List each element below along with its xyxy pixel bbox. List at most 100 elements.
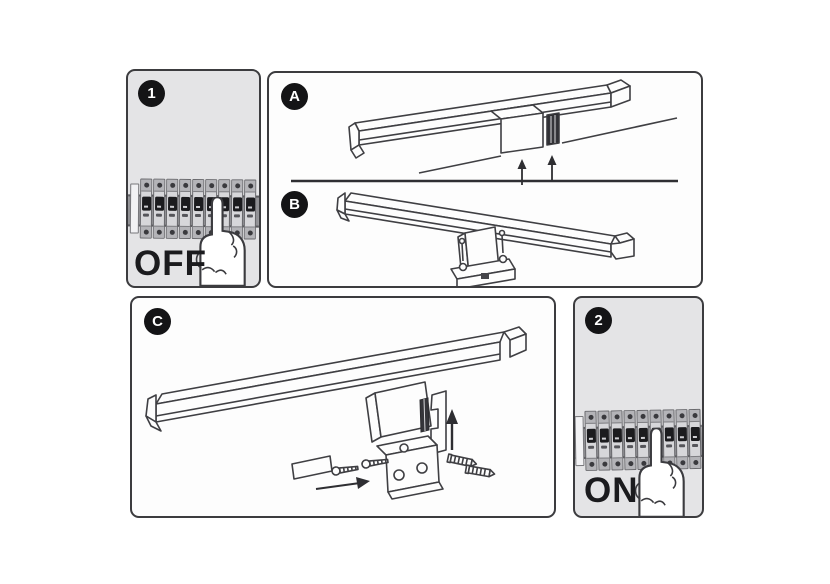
- breaker-slot: [692, 443, 699, 447]
- breaker-body: [154, 192, 164, 226]
- breaker-terminal-bottom: [586, 457, 597, 470]
- breaker-module: [610, 410, 624, 471]
- screw-icon: [234, 183, 240, 189]
- screw-icon: [169, 229, 175, 235]
- breaker-slot: [142, 213, 149, 217]
- foot-notch: [481, 273, 489, 279]
- breaker-slot: [588, 445, 595, 449]
- breaker-switch-icon: [599, 428, 609, 443]
- screw-icon: [221, 183, 227, 189]
- breaker-slot: [601, 445, 608, 449]
- breaker-terminal-top: [663, 410, 674, 423]
- breaker-terminal-bottom: [166, 225, 177, 238]
- breaker-terminal-bottom: [612, 457, 623, 470]
- screw-icon: [458, 229, 506, 262]
- panel-step2-power-on: 2: [573, 296, 704, 518]
- diagram-a-light-bar-on-mirror: [348, 79, 678, 185]
- mirror-clamp: [490, 104, 560, 154]
- light-bar-diagrams-ab: [291, 79, 678, 286]
- panel-diagram-ab: A B: [267, 71, 703, 288]
- screw-icon: [679, 413, 685, 419]
- breaker-terminal-top: [141, 179, 152, 192]
- breaker-slot: [155, 213, 162, 217]
- breaker-switch-icon: [154, 196, 164, 211]
- panel-step1-power-off: 1: [126, 69, 261, 288]
- breaker-body: [586, 424, 597, 458]
- pointing-hand-icon: [634, 428, 685, 516]
- panel-diagram-c: C: [130, 296, 556, 518]
- diagram-b-light-bar-bracket: [336, 192, 635, 286]
- breaker-module: [597, 410, 611, 471]
- screw-icon: [614, 461, 620, 467]
- breaker-body: [612, 423, 623, 457]
- breaker-switch-icon: [612, 428, 622, 443]
- screw-icon: [156, 182, 162, 188]
- breaker-body: [141, 192, 151, 226]
- breaker-switch-icon: [141, 196, 151, 211]
- breaker-module: [688, 408, 702, 470]
- breaker-switch-icon: [167, 196, 177, 211]
- breaker-terminal-top: [180, 179, 191, 192]
- step-number-badge: 1: [138, 80, 165, 107]
- mirror-edge-line: [418, 117, 678, 174]
- wall-anchor-icon: [446, 453, 478, 468]
- breaker-terminal-top: [206, 180, 217, 193]
- breaker-terminal-top: [637, 410, 648, 424]
- breaker-terminal-top: [676, 410, 687, 423]
- arrow-up-icon: [446, 409, 458, 450]
- breaker-terminal-top: [650, 410, 661, 423]
- breaker-switch-icon: [690, 426, 700, 442]
- breaker-terminal-top: [219, 180, 230, 193]
- breaker-body: [690, 422, 701, 456]
- mounting-arm: [365, 381, 432, 443]
- wall-mount-exploded-diagram: [145, 326, 527, 500]
- screw-icon: [361, 458, 389, 469]
- light-bar: [145, 326, 527, 432]
- breaker-terminal-bottom: [690, 455, 701, 469]
- light-bar: [348, 79, 631, 159]
- screw-icon: [143, 229, 149, 235]
- spring-clip: [547, 113, 559, 145]
- breaker-terminal-top: [689, 409, 700, 423]
- screw-icon: [331, 465, 359, 476]
- diagram-a-badge: A: [281, 83, 308, 110]
- breaker-end-cap: [575, 415, 585, 467]
- template-plate: [291, 455, 333, 480]
- breaker-switch-icon: [586, 428, 596, 443]
- breaker-terminal-top: [585, 411, 596, 424]
- breaker-end-cap: [129, 183, 140, 234]
- screw-icon: [588, 414, 594, 420]
- breaker-terminal-bottom: [599, 457, 610, 470]
- screw-icon: [588, 461, 594, 467]
- breaker-terminal-top: [167, 179, 178, 192]
- pointing-hand-icon: [195, 197, 246, 286]
- screw-icon: [208, 183, 214, 189]
- wall-anchor-icon: [464, 464, 496, 478]
- mounting-block: [376, 435, 444, 500]
- breaker-body: [167, 192, 177, 226]
- arrow-up-icon: [517, 155, 557, 185]
- screw-icon: [195, 183, 201, 189]
- screw-icon: [182, 229, 188, 235]
- power-off-label: OFF: [134, 244, 207, 283]
- screw-icon: [640, 413, 646, 419]
- breaker-terminal-top: [245, 180, 256, 193]
- diagram-c-badge: C: [144, 308, 171, 335]
- breaker-terminal-top: [232, 180, 243, 193]
- breaker-terminal-bottom: [153, 225, 164, 238]
- breaker-module: [152, 178, 166, 239]
- breaker-terminal-top: [598, 411, 609, 424]
- screw-icon: [692, 459, 698, 466]
- screw-icon: [614, 414, 620, 420]
- screw-icon: [169, 182, 175, 188]
- screw-icon: [627, 414, 633, 420]
- screw-icon: [182, 182, 188, 188]
- breaker-terminal-top: [624, 411, 635, 424]
- breaker-terminal-top: [611, 411, 622, 424]
- breaker-slot: [168, 213, 175, 217]
- screw-icon: [666, 413, 672, 419]
- breaker-module: [584, 410, 598, 471]
- screw-icon: [692, 412, 698, 419]
- breaker-module: [165, 178, 179, 239]
- screw-icon: [653, 413, 659, 419]
